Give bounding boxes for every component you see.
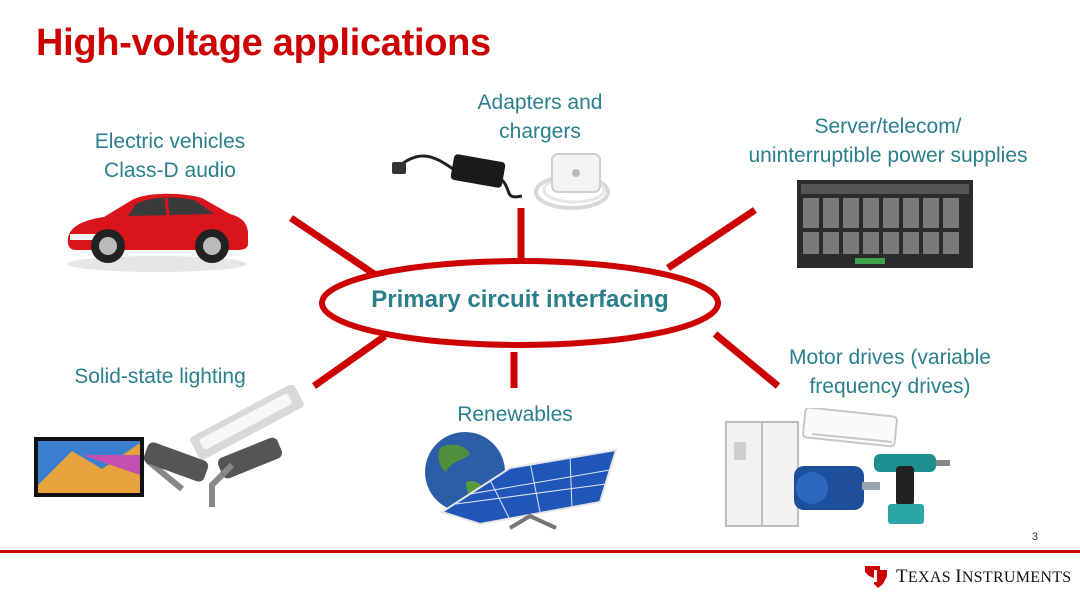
label-electric-vehicles: Electric vehicles Class-D audio [60, 127, 280, 185]
label-solid-state-lighting: Solid-state lighting [74, 365, 246, 388]
logo-letters: NSTRUMENTS [961, 569, 1072, 586]
label-line: frequency drives) [809, 375, 971, 398]
label-line: Motor drives (variable [789, 346, 991, 369]
label-line: chargers [499, 120, 581, 143]
label-line: Electric vehicles [94, 130, 246, 153]
spoke-motor [712, 331, 781, 389]
lighting-icon [34, 385, 304, 507]
logo-letter: T [896, 566, 908, 587]
spoke-server [666, 207, 757, 271]
footer-divider [0, 550, 1080, 553]
label-line: Adapters and [477, 91, 603, 114]
logo-letter: I [955, 566, 962, 587]
ti-logo-icon [865, 566, 887, 588]
charger-icon [392, 153, 610, 210]
ti-logo-wordmark: TEXAS INSTRUMENTS [896, 566, 1072, 588]
hub-ellipse [319, 258, 721, 348]
label-renewables: Renewables [457, 403, 573, 426]
solar-panel-icon [425, 432, 618, 530]
slide-title: High-voltage applications [36, 22, 491, 64]
label-server-telecom: Server/telecom/ uninterruptible power su… [728, 112, 1048, 170]
label-line: Class-D audio [104, 159, 236, 182]
spoke-lighting [311, 333, 388, 389]
ti-logo: TEXAS INSTRUMENTS [862, 562, 1071, 590]
label-adapters-chargers: Adapters and chargers [440, 88, 640, 146]
label-motor-drives: Motor drives (variable frequency drives) [770, 343, 1010, 401]
page-number: 3 [1031, 531, 1038, 543]
server-rack-icon [797, 180, 973, 268]
spoke-ev [289, 215, 382, 281]
hub-label: Primary circuit interfacing [371, 286, 669, 313]
appliances-icon [725, 408, 950, 527]
logo-letters: EXAS [907, 569, 956, 586]
car-icon [67, 193, 248, 272]
label-line: uninterruptible power supplies [748, 144, 1028, 167]
label-line: Server/telecom/ [814, 115, 962, 138]
